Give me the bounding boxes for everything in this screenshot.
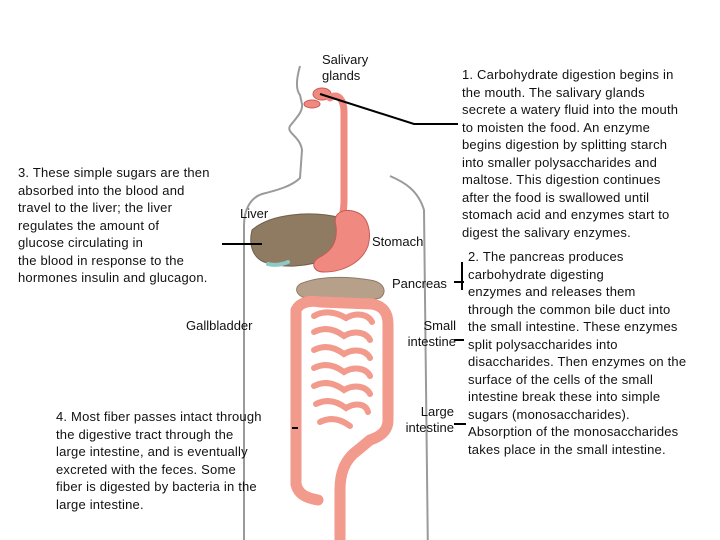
esophagus-shape bbox=[326, 92, 348, 234]
leader-lines bbox=[222, 93, 466, 429]
large-intestine-rectum bbox=[290, 444, 364, 540]
body-outline bbox=[243, 65, 429, 540]
large-intestine-shape bbox=[290, 295, 394, 490]
label-liver: Liver bbox=[240, 206, 269, 221]
note-step1-mouth: 1. Carbohydrate digestion begins in the … bbox=[462, 67, 679, 240]
gallbladder-shape bbox=[266, 260, 290, 267]
label-gallbladder: Gallbladder bbox=[186, 318, 253, 333]
small-intestine-shape bbox=[311, 309, 375, 429]
pancreas-shape bbox=[296, 276, 385, 303]
label-pancreas: Pancreas bbox=[392, 276, 447, 291]
label-salivary-glands: Salivary glands bbox=[322, 52, 369, 83]
label-small-intestine: Small intestine bbox=[407, 318, 456, 349]
note-step3-liver: 3. These simple sugars are then absorbed… bbox=[18, 165, 210, 285]
label-large-intestine: Large intestine bbox=[405, 404, 454, 435]
leader-pancreas bbox=[454, 262, 464, 290]
stomach-shape bbox=[313, 210, 370, 273]
leader-step1 bbox=[319, 93, 458, 125]
note-step4-fiber: 4. Most fiber passes intact through the … bbox=[56, 409, 262, 512]
note-step2-pancreas: 2. The pancreas produces carbohydrate di… bbox=[468, 249, 687, 457]
label-stomach: Stomach bbox=[372, 234, 424, 249]
